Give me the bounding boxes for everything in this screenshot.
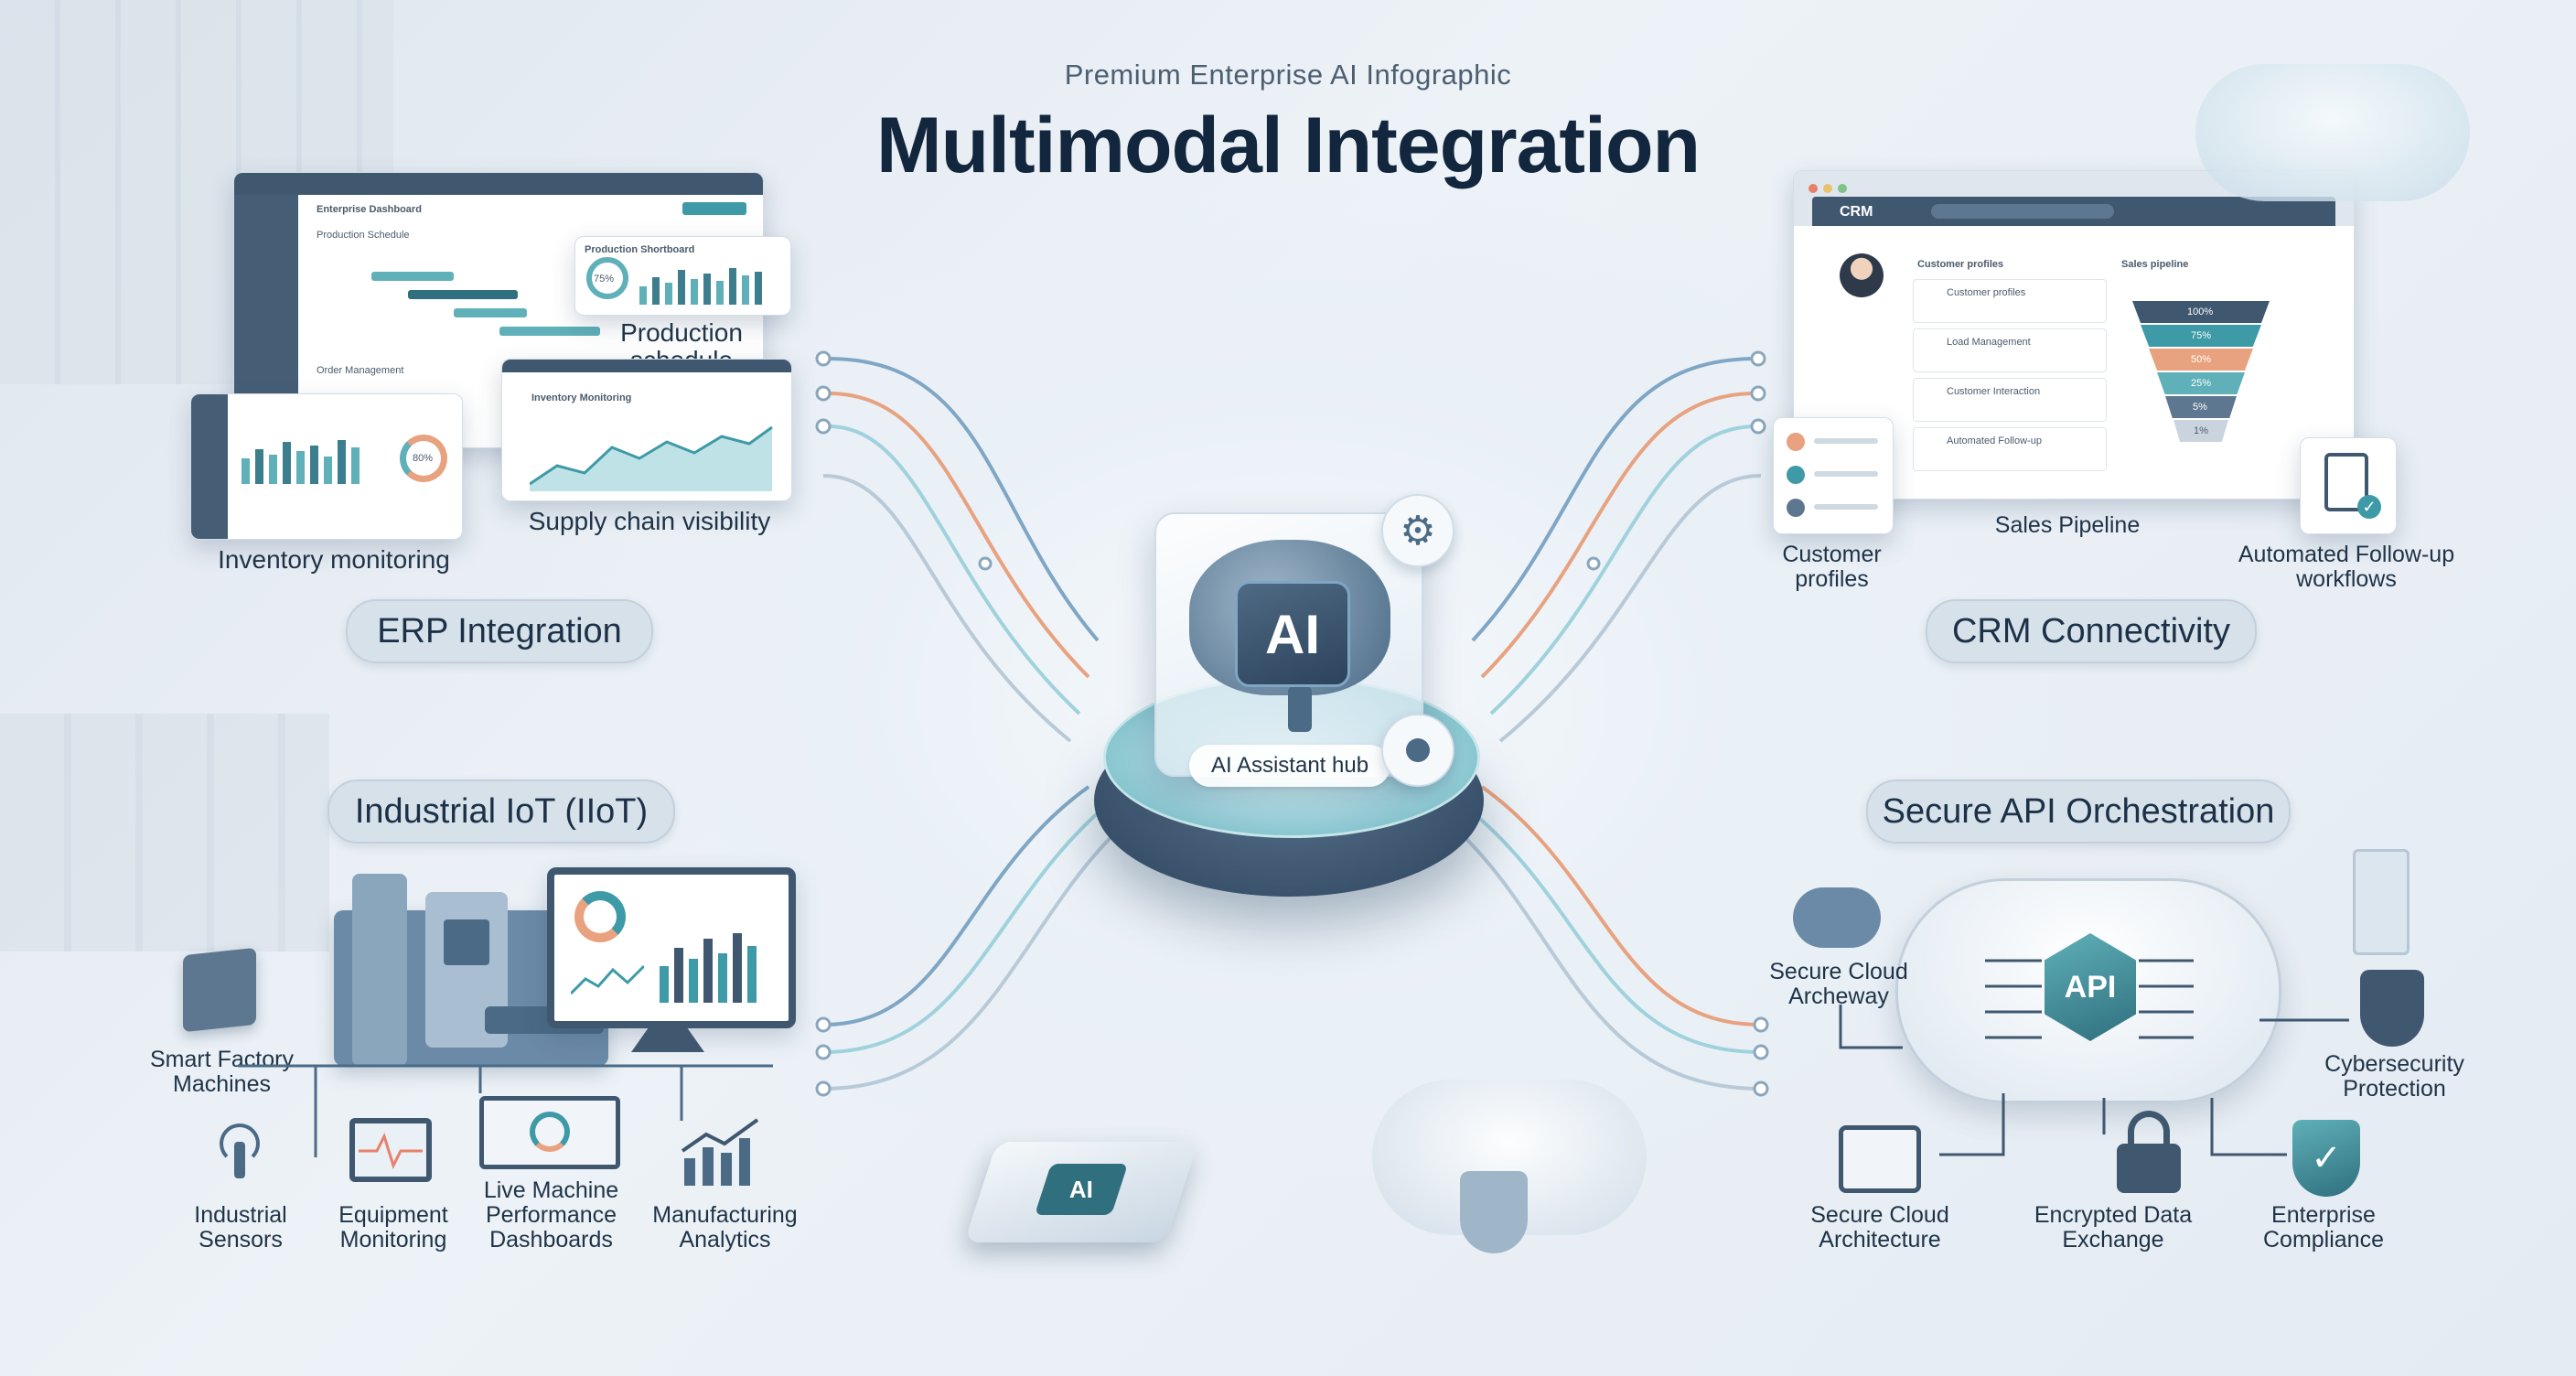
inventory-ring-value: 80% [413, 453, 434, 464]
hub-label-pill: AI Assistant hub [1189, 745, 1390, 787]
gear-icon[interactable]: ⚙ [1381, 494, 1454, 567]
user-support-icon[interactable] [1381, 714, 1454, 787]
shortboard-value: 75% [594, 274, 615, 285]
monitor-donut [574, 891, 626, 942]
iiot-monitor [547, 867, 796, 1028]
label-secure-cloud-archeway: Secure Cloud Archeway [1769, 959, 1908, 1009]
bottom-shield-icon [1460, 1171, 1528, 1253]
label-encrypted-exchange: Encrypted Data Exchange [2034, 1202, 2193, 1252]
inventory-bars [242, 440, 360, 484]
iiot-pill[interactable]: Industrial IoT (IIoT) [327, 779, 675, 844]
crm-app-name: CRM [1840, 204, 1873, 220]
erp-supply-card: Inventory Monitoring [501, 359, 792, 501]
funnel-stage-4 [2157, 372, 2245, 394]
erp-dashboard-header: Enterprise Dashboard [317, 204, 422, 215]
crm-row-3[interactable]: Customer Interaction [1913, 378, 2107, 422]
browser-shield-icon [1839, 1125, 1921, 1193]
label-manufacturing-analytics: Manufacturing Analytics [652, 1202, 798, 1252]
cyber-shield-icon [2360, 970, 2424, 1047]
funnel-stage-5 [2165, 396, 2237, 418]
label-sales-pipeline: Sales Pipeline [1994, 512, 2141, 538]
pulse-line-icon [359, 1133, 423, 1169]
document-check-icon [2324, 453, 2368, 511]
funnel-stage-2 [2141, 325, 2261, 347]
brain-stem [1288, 686, 1312, 732]
ai-label: AI [1265, 603, 1320, 665]
monitor-line [571, 964, 644, 995]
erp-section-orders: Order Management [317, 365, 404, 376]
gauge-icon [530, 1112, 570, 1152]
compliance-shield-icon: ✓ [2292, 1120, 2360, 1197]
label-equipment-monitoring: Equipment Monitoring [338, 1202, 448, 1252]
label-industrial-sensors: Industrial Sensors [194, 1202, 287, 1252]
funnel-stage-1 [2132, 301, 2270, 323]
crm-connectivity-pill[interactable]: CRM Connectivity [1926, 599, 2257, 663]
crm-avatar [1840, 253, 1884, 297]
shortboard-bars [639, 268, 762, 305]
eyebrow-text: Premium Enterprise AI Infographic [1064, 59, 1512, 91]
erp-shortboard-card: Production Shortboard 75% [574, 236, 791, 316]
crm-row-1[interactable]: Customer profiles [1913, 279, 2107, 323]
crm-row-4[interactable]: Automated Follow-up [1913, 427, 2107, 471]
customer-profiles-card [1773, 417, 1894, 534]
live-dashboard-icon [479, 1096, 620, 1169]
erp-integration-pill[interactable]: ERP Integration [346, 599, 653, 663]
page-title: Multimodal Integration [875, 102, 1701, 189]
erp-section-production: Production Schedule [317, 230, 410, 241]
erp-inventory-card: 80% [190, 393, 463, 540]
crm-pipeline-header: Sales pipeline [2121, 259, 2189, 270]
shortboard-ring [586, 257, 628, 299]
label-cybersecurity: Cybersecurity Protection [2324, 1051, 2464, 1102]
crm-profiles-header: Customer profiles [1917, 259, 2004, 270]
top-right-cloud-icon [2195, 64, 2470, 201]
shortboard-title: Production Shortboard [585, 244, 695, 255]
sensor-antenna-icon [220, 1123, 260, 1178]
label-secure-cloud-architecture: Secure Cloud Architecture [1810, 1202, 1949, 1252]
funnel-stage-6 [2174, 420, 2228, 442]
inventory-chart-title: Inventory Monitoring [531, 392, 632, 403]
secure-cloud-icon [1793, 887, 1881, 948]
label-smart-factory: Smart Factory Machines [150, 1047, 294, 1097]
monitor-bars [660, 933, 757, 1003]
label-supply-chain: Supply chain visibility [528, 507, 771, 535]
secure-api-pill[interactable]: Secure API Orchestration [1866, 779, 2291, 844]
crm-row-2[interactable]: Load Management [1913, 328, 2107, 372]
inventory-ring [400, 435, 447, 482]
label-enterprise-compliance: Enterprise Compliance [2262, 1202, 2384, 1252]
crm-search-input[interactable] [1931, 204, 2114, 219]
supply-line-chart [530, 425, 773, 491]
erp-action-button[interactable] [682, 202, 746, 215]
label-automated-followup: Automated Follow-up workflows [2238, 542, 2455, 592]
equipment-monitor-icon [349, 1118, 432, 1182]
label-customer-profiles: Customer profiles [1782, 542, 1882, 592]
label-live-dashboards: Live Machine Performance Dashboards [483, 1177, 619, 1252]
funnel-stage-3 [2149, 349, 2253, 371]
ai-chip-badge: AI [1235, 581, 1350, 687]
api-label: API [2064, 969, 2117, 1005]
hub-label: AI Assistant hub [1210, 753, 1369, 778]
server-rack-icon [2353, 849, 2410, 955]
label-inventory-monitoring: Inventory monitoring [218, 545, 450, 574]
followup-icon-card: ✓ [2300, 437, 2397, 534]
api-hexagon: API [2045, 933, 2136, 1041]
factory-backdrop [0, 714, 329, 951]
analytics-chart-icon [675, 1116, 767, 1189]
